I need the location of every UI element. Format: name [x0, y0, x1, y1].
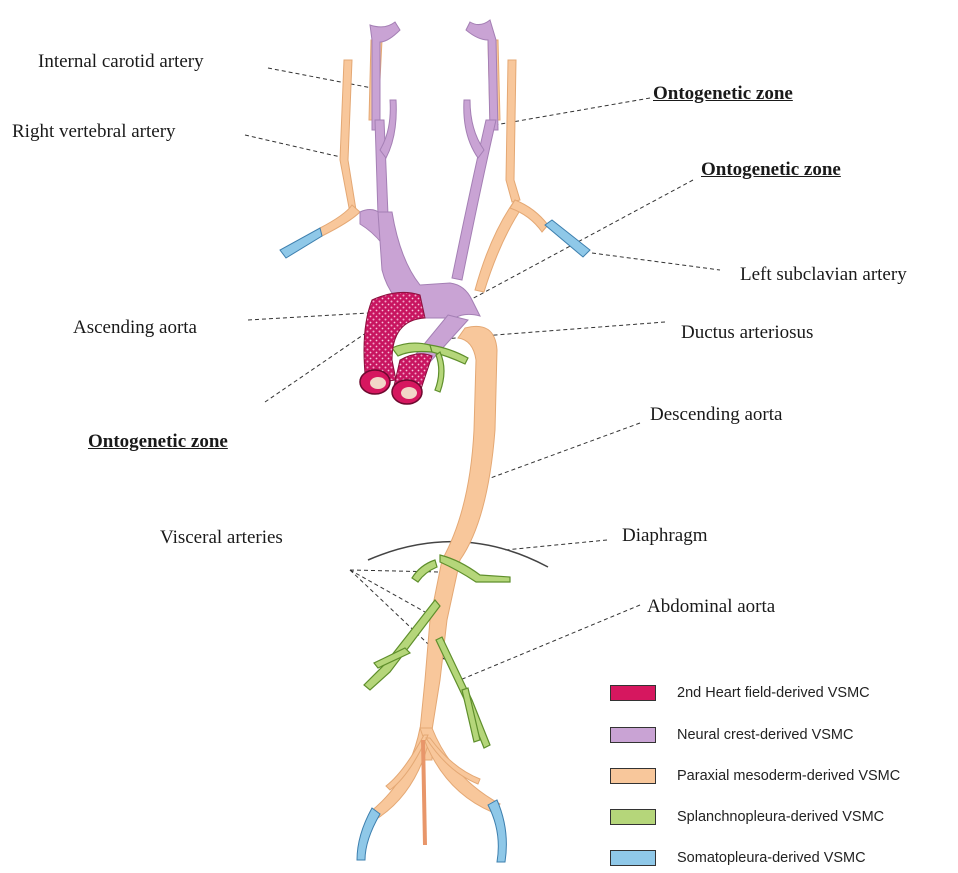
legend-label: Somatopleura-derived VSMC	[677, 850, 866, 866]
ontogenetic-zone-mid-label: Ontogenetic zone	[701, 160, 841, 179]
left-subclavian-label: Left subclavian artery	[740, 265, 907, 284]
diaphragm-label: Diaphragm	[622, 526, 707, 545]
legend-item: Neural crest-derived VSMC	[610, 727, 950, 749]
legend-swatch	[610, 850, 656, 866]
abdominal-aorta-label: Abdominal aorta	[647, 597, 775, 616]
legend-swatch	[610, 768, 656, 784]
ontogenetic-zone-bottom-label: Ontogenetic zone	[88, 432, 228, 451]
legend-label: Neural crest-derived VSMC	[677, 727, 853, 743]
legend-item: Paraxial mesoderm-derived VSMC	[610, 768, 950, 790]
legend-item: 2nd Heart field-derived VSMC	[610, 685, 950, 707]
legend-item: Somatopleura-derived VSMC	[610, 850, 950, 872]
legend-label: 2nd Heart field-derived VSMC	[677, 685, 870, 701]
legend-item: Splanchnopleura-derived VSMC	[610, 809, 950, 831]
right-vertebral-label: Right vertebral artery	[12, 122, 176, 141]
legend-swatch	[610, 685, 656, 701]
visceral-arteries-label: Visceral arteries	[160, 528, 283, 547]
ductus-arteriosus-label: Ductus arteriosus	[681, 323, 813, 342]
legend-swatch	[610, 727, 656, 743]
ascending-aorta-label: Ascending aorta	[73, 318, 197, 337]
legend-swatch	[610, 809, 656, 825]
legend-label: Splanchnopleura-derived VSMC	[677, 809, 884, 825]
legend-label: Paraxial mesoderm-derived VSMC	[677, 768, 900, 784]
descending-aorta-label: Descending aorta	[650, 405, 782, 424]
ontogenetic-zone-top-label: Ontogenetic zone	[653, 84, 793, 103]
paraxial-vessels	[320, 40, 548, 845]
internal-carotid-label: Internal carotid artery	[38, 52, 204, 71]
